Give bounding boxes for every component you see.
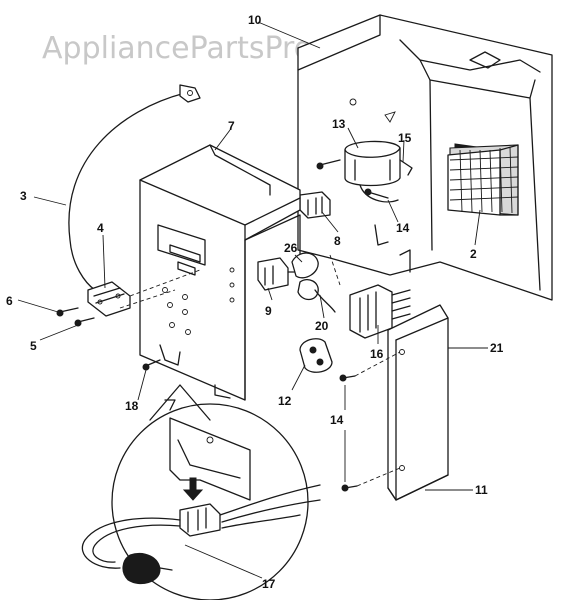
callout-15: 15 (398, 131, 412, 145)
detail-view-17 (81, 384, 321, 600)
callout-2: 2 (470, 247, 477, 261)
part-21-side-panel (387, 304, 449, 501)
part-12-bracket (299, 338, 333, 373)
part-7-control-box (139, 144, 301, 401)
callout-16: 16 (370, 347, 384, 361)
part-11-edge (387, 474, 449, 501)
callout-17: 17 (262, 577, 276, 591)
part-2-filter (447, 144, 519, 216)
callout-5: 5 (30, 339, 37, 353)
callout-10: 10 (248, 13, 262, 27)
callout-9: 9 (265, 304, 272, 318)
part-13-transformer (344, 140, 413, 203)
screw-14-lower-b (341, 484, 358, 492)
callout-6: 6 (6, 294, 13, 308)
callout-12: 12 (278, 394, 292, 408)
callout-14-lower: 14 (330, 413, 344, 427)
callout-13: 13 (332, 117, 346, 131)
callout-4: 4 (97, 221, 104, 235)
callout-3: 3 (20, 189, 27, 203)
callout-7: 7 (228, 119, 235, 133)
callout-14-upper: 14 (396, 221, 410, 235)
screw-5 (74, 317, 95, 327)
screw-14-lower-a (339, 374, 356, 382)
part-3-ground-wire (68, 84, 201, 291)
screw-14-upper (364, 188, 389, 199)
part-20-lead (314, 254, 341, 313)
screw-6 (56, 307, 79, 317)
callout-20: 20 (315, 319, 329, 333)
screw-transformer-left (316, 159, 341, 170)
callout-8: 8 (334, 234, 341, 248)
part-26-clip (291, 252, 319, 301)
screw-18 (142, 359, 161, 371)
leader-lines (17, 21, 488, 579)
callout-26: 26 (284, 241, 298, 255)
callout-18: 18 (125, 399, 139, 413)
callout-21: 21 (490, 341, 504, 355)
callout-11: 11 (475, 483, 488, 497)
part-4-bracket (87, 281, 131, 317)
